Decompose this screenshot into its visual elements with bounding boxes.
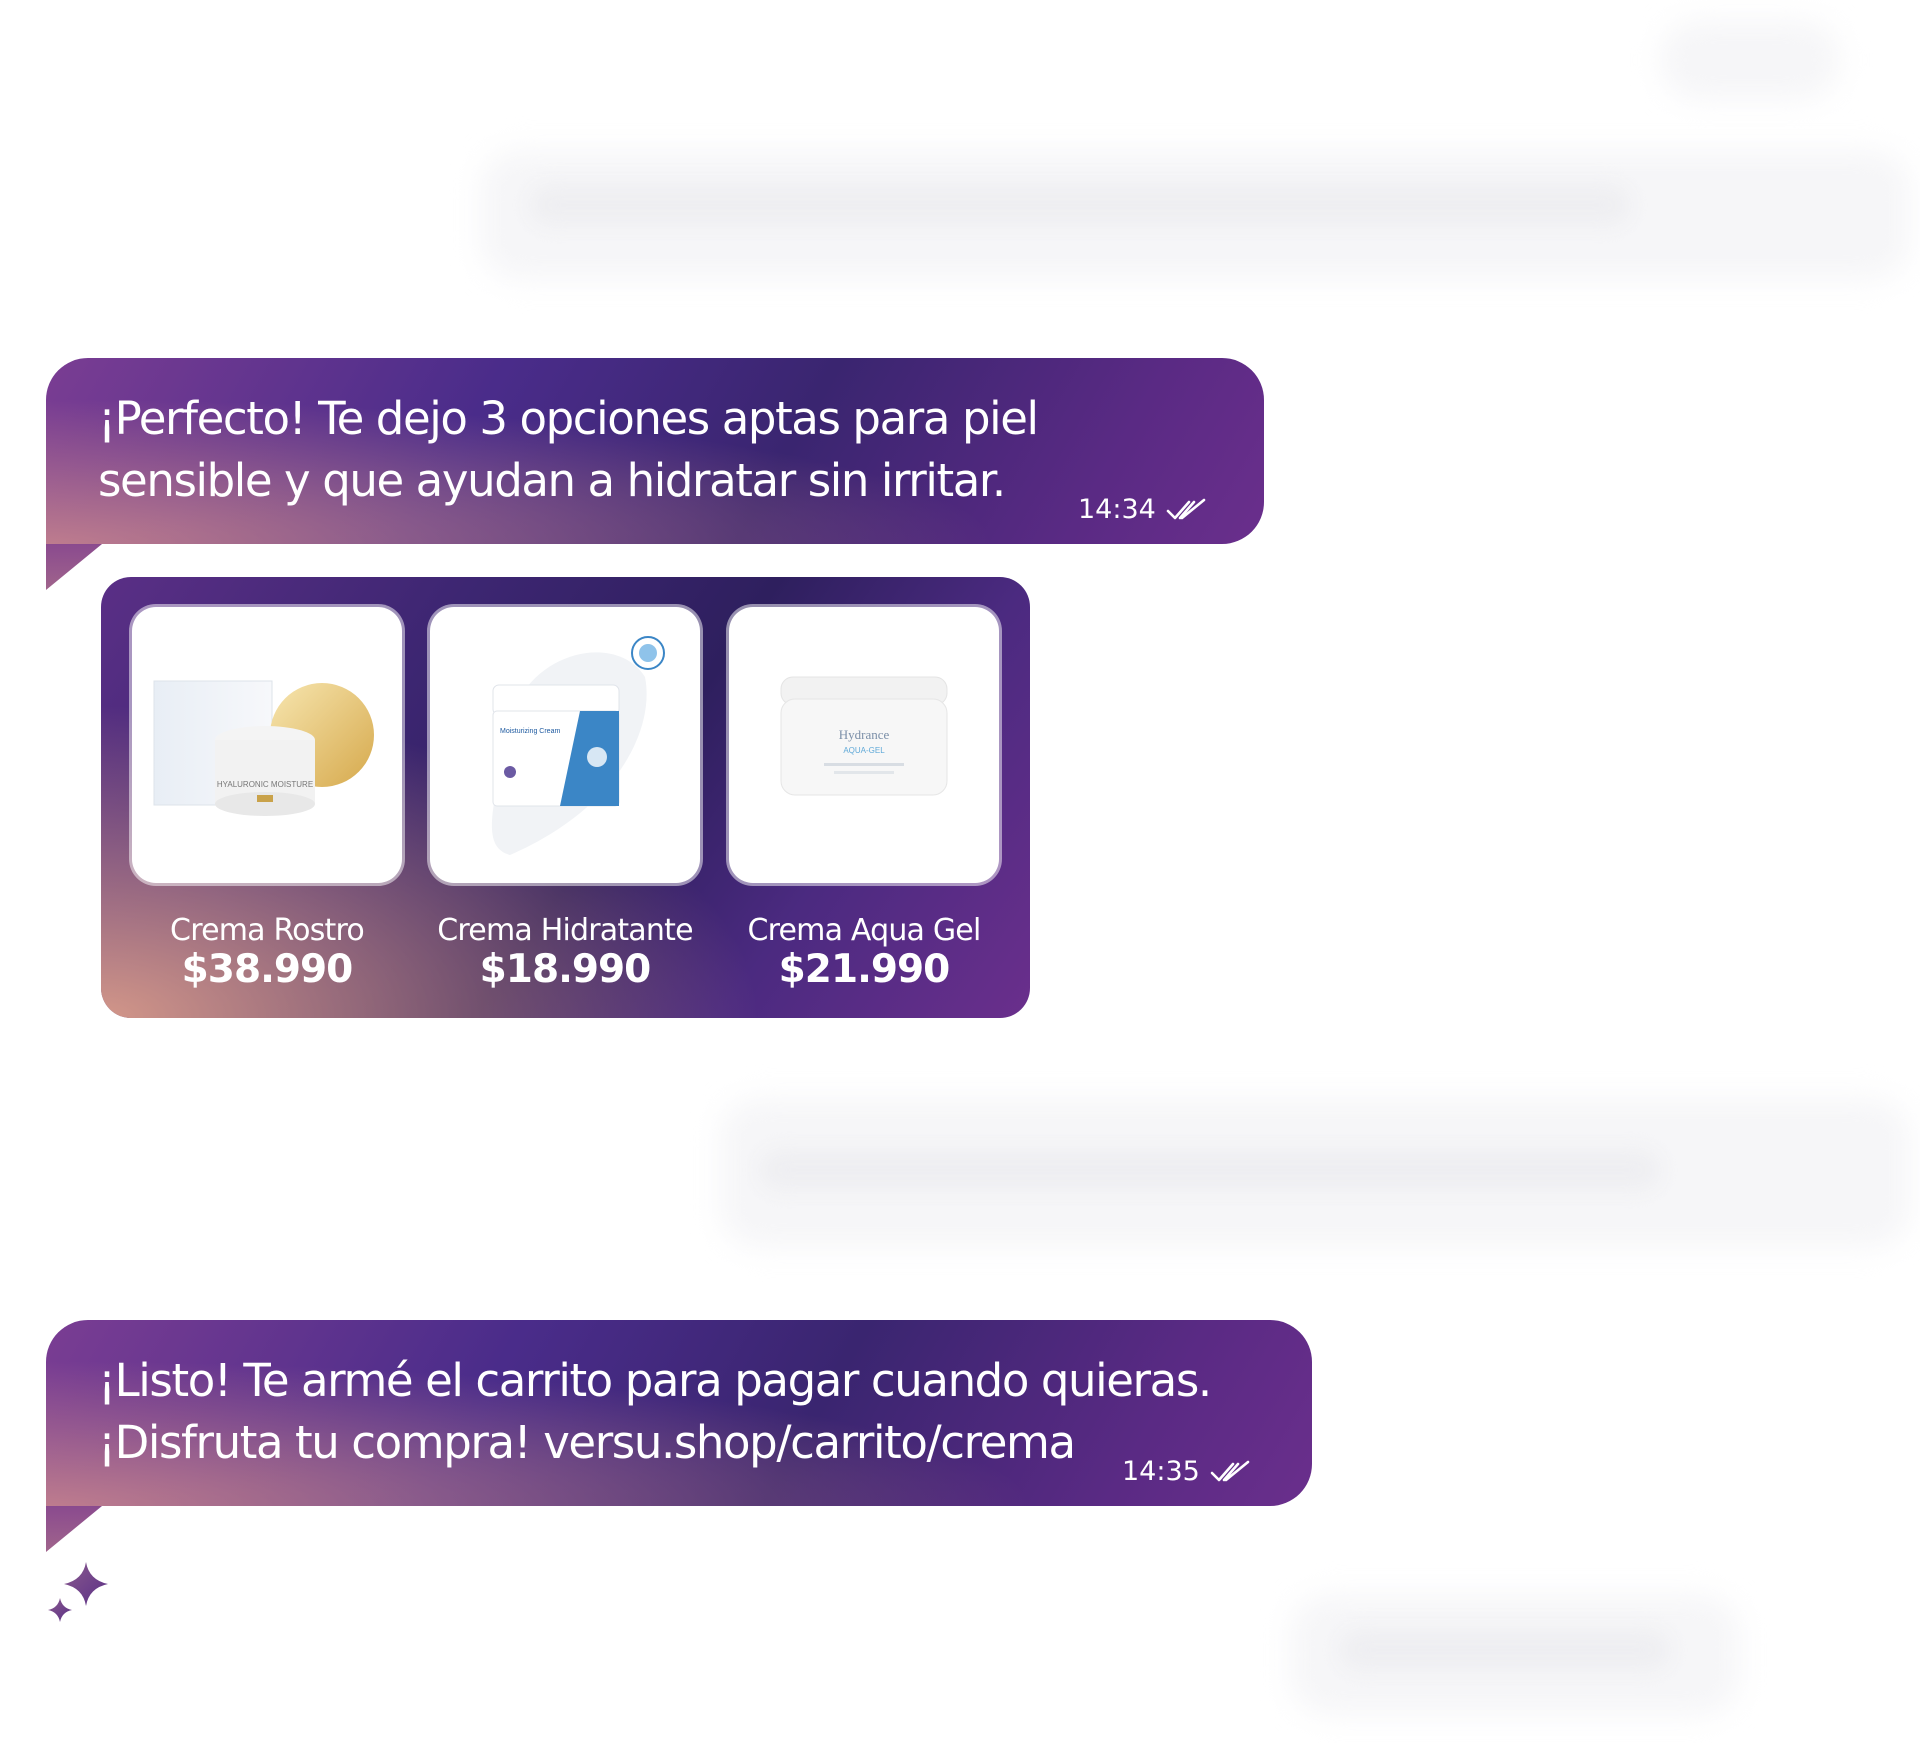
sparkle-icon: [48, 1562, 108, 1622]
product-card-1[interactable]: HYALURONIC MOISTURE Crema Rostro $38.990: [132, 607, 402, 992]
product-image-frame: HYALURONIC MOISTURE: [132, 607, 402, 883]
cream-jar-with-box-image: HYALURONIC MOISTURE: [153, 680, 374, 816]
ghost-text-line-2: [760, 1150, 1660, 1190]
product-price: $21.990: [778, 947, 951, 992]
product-price: $38.990: [181, 947, 354, 992]
tub-label: Moisturizing Cream: [500, 728, 560, 735]
jar-label: HYALURONIC MOISTURE: [217, 780, 313, 789]
message-bubble-1: ¡Perfecto! Te dejo 3 opciones aptas para…: [46, 358, 1264, 544]
message-time: 14:35: [1122, 1456, 1200, 1487]
message-text: ¡Perfecto! Te dejo 3 opciones aptas para…: [98, 392, 1039, 507]
message-meta: 14:34: [1078, 494, 1206, 525]
product-name: Crema Hidratante: [437, 913, 693, 948]
product-carousel: HYALURONIC MOISTURE Crema Rostro $38.990…: [101, 577, 1030, 1018]
product-name: Crema Aqua Gel: [747, 913, 981, 948]
jar-sub: AQUA-GEL: [843, 746, 885, 755]
product-image-frame: Hydrance AQUA-GEL: [729, 607, 999, 883]
product-price: $18.990: [479, 947, 652, 992]
message-tail-1: [46, 544, 102, 590]
message-time: 14:34: [1078, 494, 1156, 525]
product-image-frame: Moisturizing Cream: [430, 607, 700, 883]
jar-brand: Hydrance: [839, 727, 890, 742]
message-tail-2: [46, 1506, 102, 1552]
message-text: ¡Listo! Te armé el carrito para pagar cu…: [98, 1354, 1212, 1469]
product-card-2[interactable]: Moisturizing Cream Crema Hidratante $18.…: [430, 607, 700, 992]
ghost-text-line-1: [530, 185, 1630, 225]
ghost-message-top: [1660, 20, 1840, 100]
message-meta: 14:35: [1122, 1456, 1250, 1487]
double-check-icon: [1166, 498, 1206, 519]
message-bubble-2: ¡Listo! Te armé el carrito para pagar cu…: [46, 1320, 1312, 1506]
product-card-3[interactable]: Hydrance AQUA-GEL Crema Aqua Gel $21.990: [729, 607, 999, 992]
product-name: Crema Rostro: [170, 913, 365, 948]
ghost-text-line-3: [1340, 1630, 1670, 1670]
aqua-gel-jar-image: Hydrance AQUA-GEL: [780, 676, 948, 796]
double-check-icon: [1210, 1460, 1250, 1481]
moisturizing-cream-tub-image: Moisturizing Cream: [491, 636, 665, 855]
